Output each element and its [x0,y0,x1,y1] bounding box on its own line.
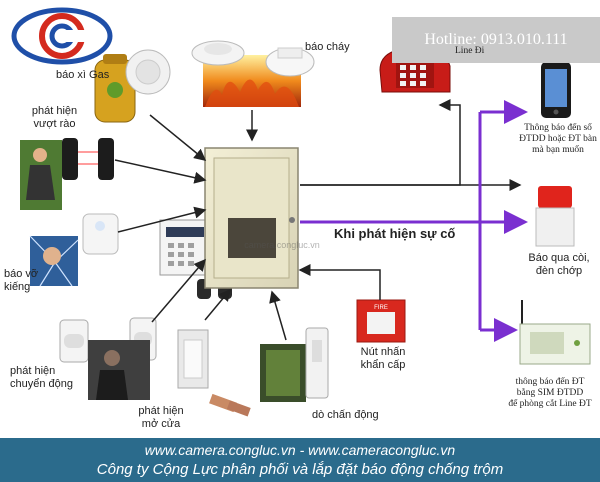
keypad-icon [159,219,211,276]
company-logo-icon [11,7,113,65]
alert-trigger-caption: Khi phát hiện sự cố [334,226,456,241]
siren-label: Báo qua còi,đèn chớp [528,252,590,277]
vibration-sensor-label: dò chấn động [312,409,379,421]
door-contact-icon [177,329,251,417]
gsm-module-icon [519,300,591,365]
gas-detector-label: báo xì Gas [56,69,110,81]
line-out-label: Line Đi [455,46,485,56]
hotline-banner: Hotline: 0913.010.111 [392,17,600,63]
fire-detector-icon [191,40,315,107]
fire-detector-label: báo cháy [305,41,350,53]
panic-button-icon: FIRE [356,299,406,343]
footer-company: Công ty Cộng Lực phân phối và lắp đặt bá… [96,461,504,478]
footer-banner: www.camera.congluc.vn - www.cameraconglu… [0,438,600,482]
mobile-phone-icon [541,62,571,118]
alert-output-arrows [300,100,528,342]
panel-watermark: camera.congluc.vn [244,240,320,250]
beam-sensor-icon [20,138,114,210]
footer-websites[interactable]: www.camera.congluc.vn - www.cameraconglu… [144,442,456,458]
siren-icon [535,186,575,247]
gas-detector-icon [94,49,171,123]
vibration-sensor-icon [260,327,329,402]
svg-text:FIRE: FIRE [374,305,388,311]
input-arrows [114,99,522,341]
motion-sensor-icon [59,317,157,400]
control-panel-box [204,147,299,289]
glass-break-sensor-icon [29,213,119,287]
